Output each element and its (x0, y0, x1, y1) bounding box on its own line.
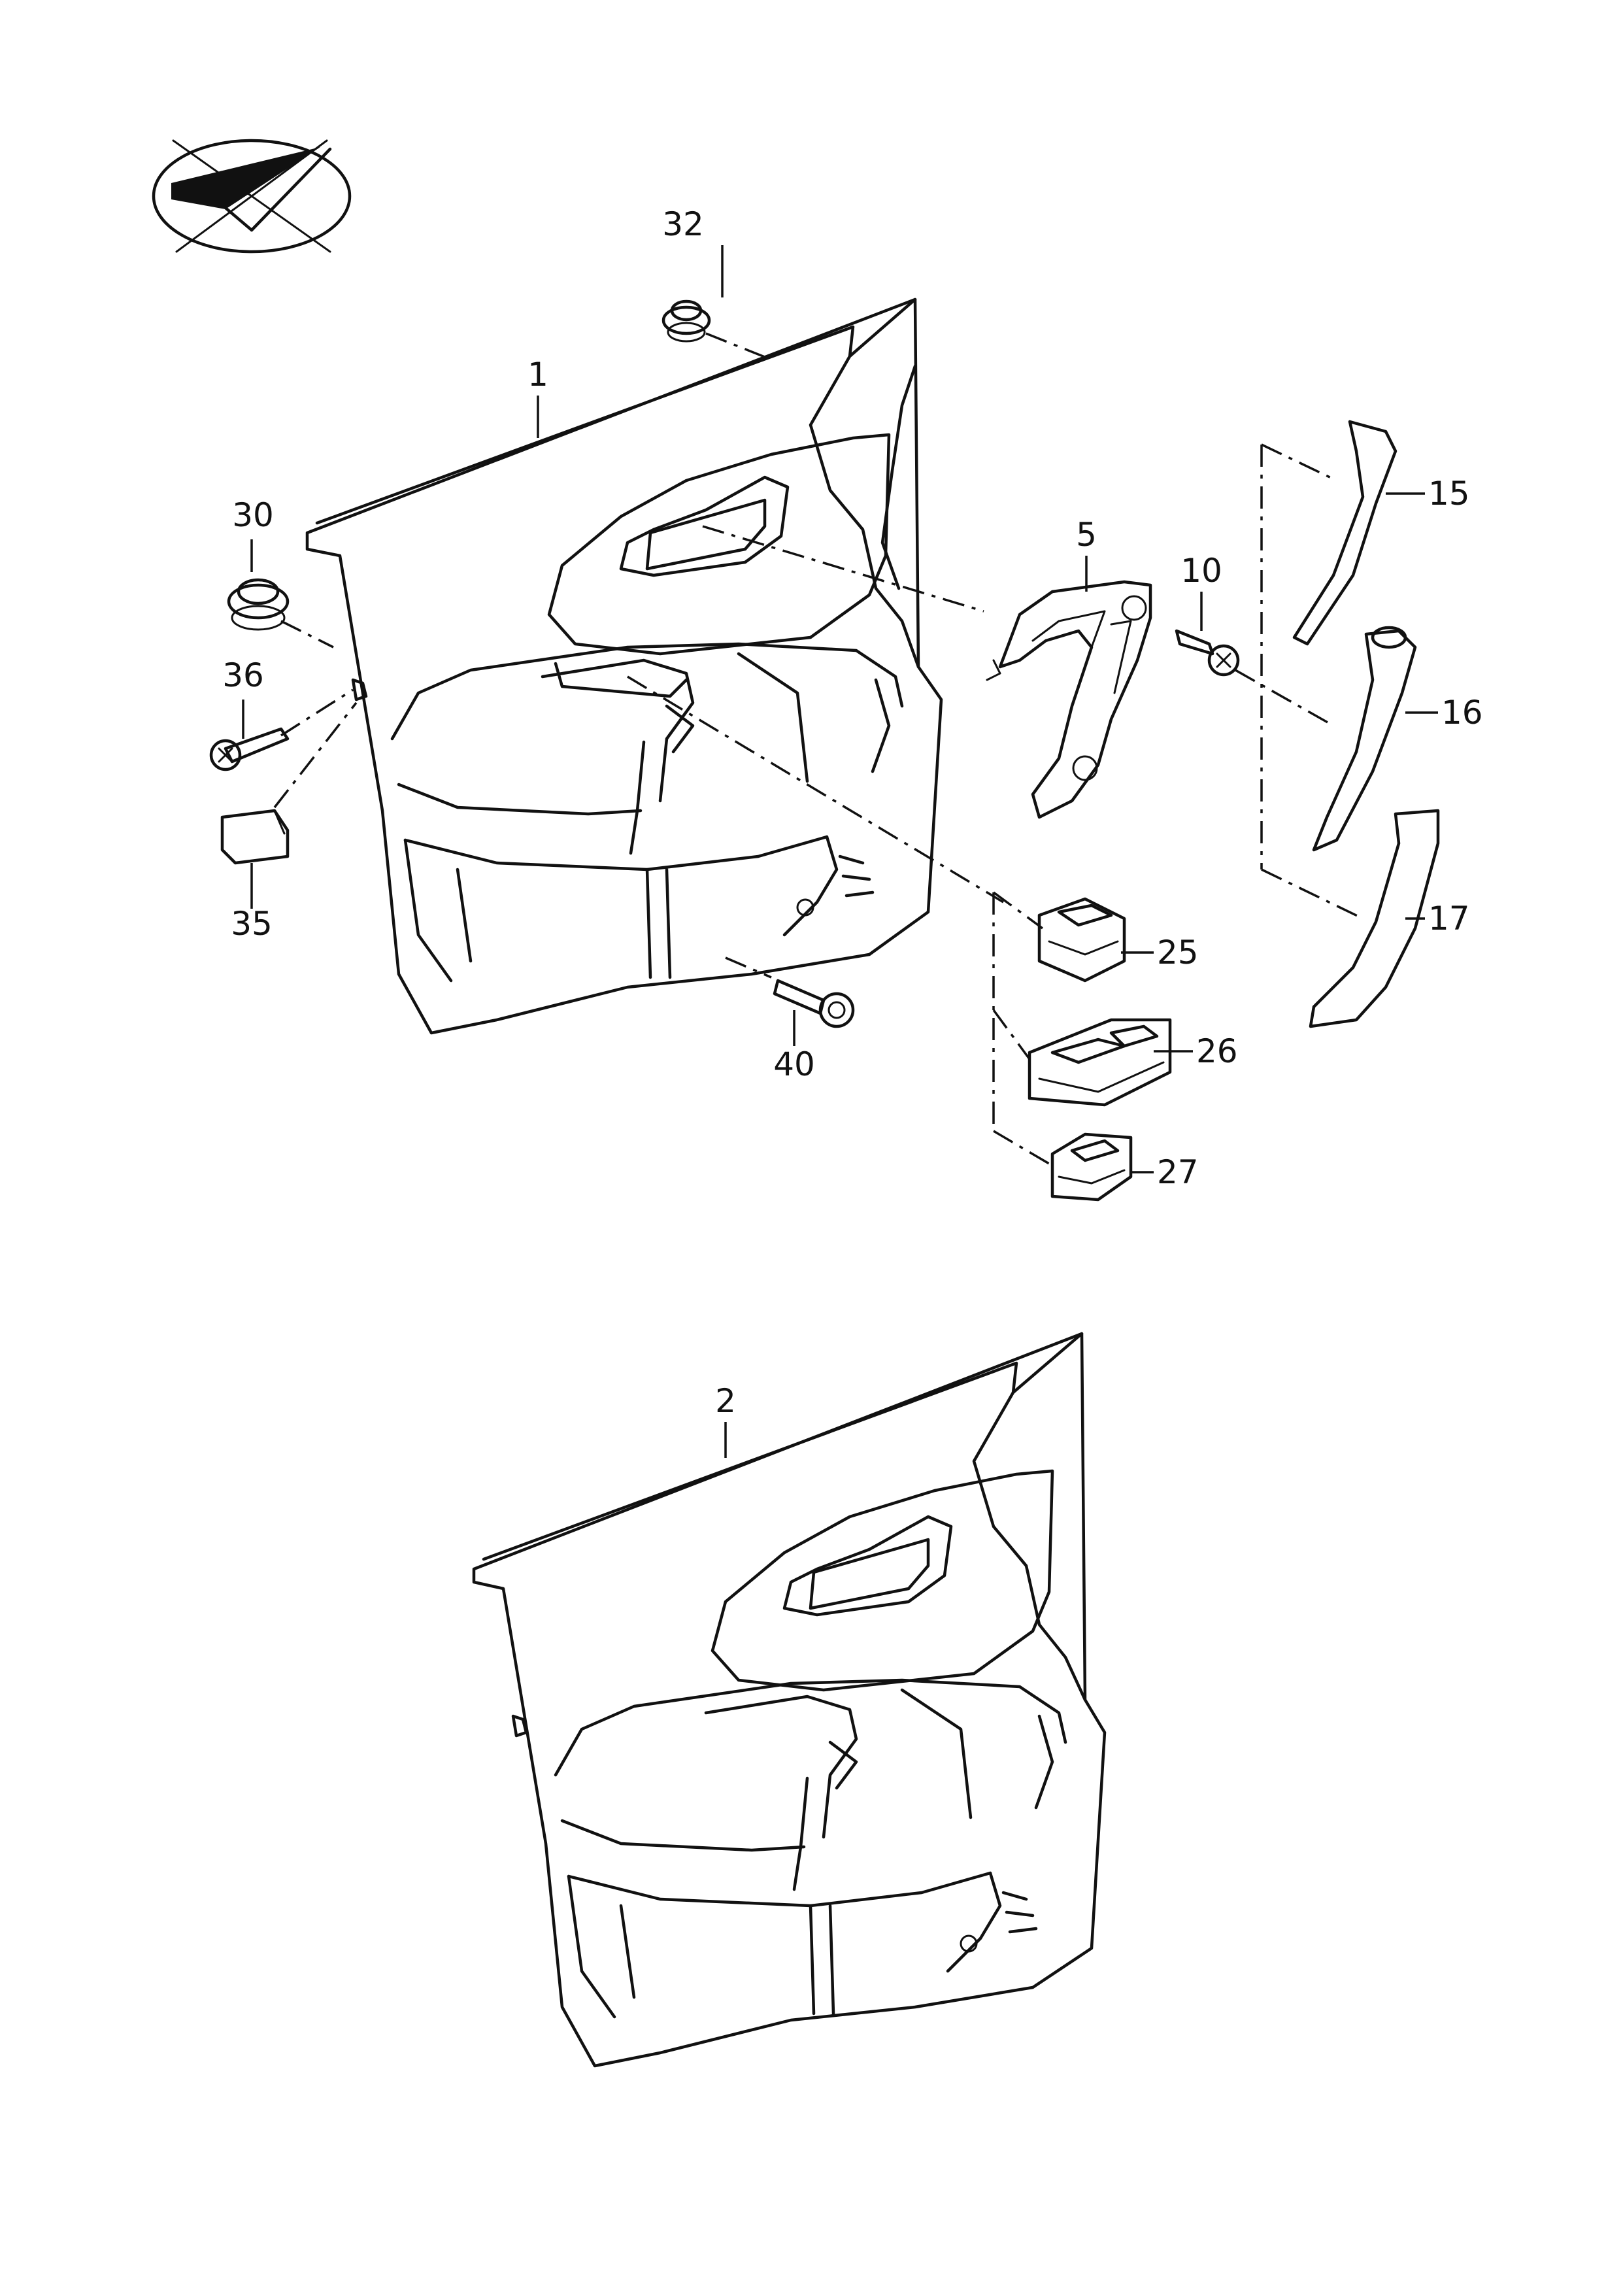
trim-cover-15 (1292, 420, 1397, 646)
door-trim-panel-1 (305, 297, 943, 1035)
handle-bracket-5 (986, 580, 1152, 819)
callout-10: 10 (1180, 552, 1222, 590)
callout-1: 1 (527, 356, 548, 394)
callout-5: 5 (1076, 516, 1097, 554)
screw-40 (773, 979, 855, 1028)
callout-40: 40 (773, 1045, 815, 1083)
callout-17: 17 (1428, 900, 1470, 937)
callout-leaders (242, 245, 1438, 1458)
assembly-lines (273, 332, 1364, 1165)
callout-labels: 1 32 30 36 35 5 10 15 16 17 25 26 27 40 … (222, 205, 1482, 1420)
trim-cover-16 (1312, 626, 1417, 852)
orientation-symbol-icon (152, 139, 352, 254)
cap-35 (220, 809, 290, 865)
callout-36: 36 (222, 656, 264, 694)
callout-26: 26 (1196, 1032, 1238, 1070)
callout-25: 25 (1157, 934, 1199, 971)
screw-10 (1175, 629, 1240, 677)
switch-27 (1050, 1132, 1133, 1202)
callout-15: 15 (1428, 475, 1470, 513)
screw-36 (209, 727, 290, 771)
clip-32 (661, 299, 711, 343)
callout-35: 35 (231, 905, 273, 943)
callout-16: 16 (1441, 694, 1483, 732)
switch-block-26 (1028, 1018, 1172, 1107)
callout-30: 30 (232, 496, 274, 534)
callout-32: 32 (662, 205, 704, 243)
trim-cover-17 (1309, 809, 1440, 1028)
door-trim-panel-2 (472, 1332, 1107, 2068)
callout-2: 2 (715, 1382, 736, 1420)
clip-30 (227, 578, 290, 631)
callout-27: 27 (1157, 1153, 1199, 1191)
switch-25 (1037, 897, 1126, 983)
